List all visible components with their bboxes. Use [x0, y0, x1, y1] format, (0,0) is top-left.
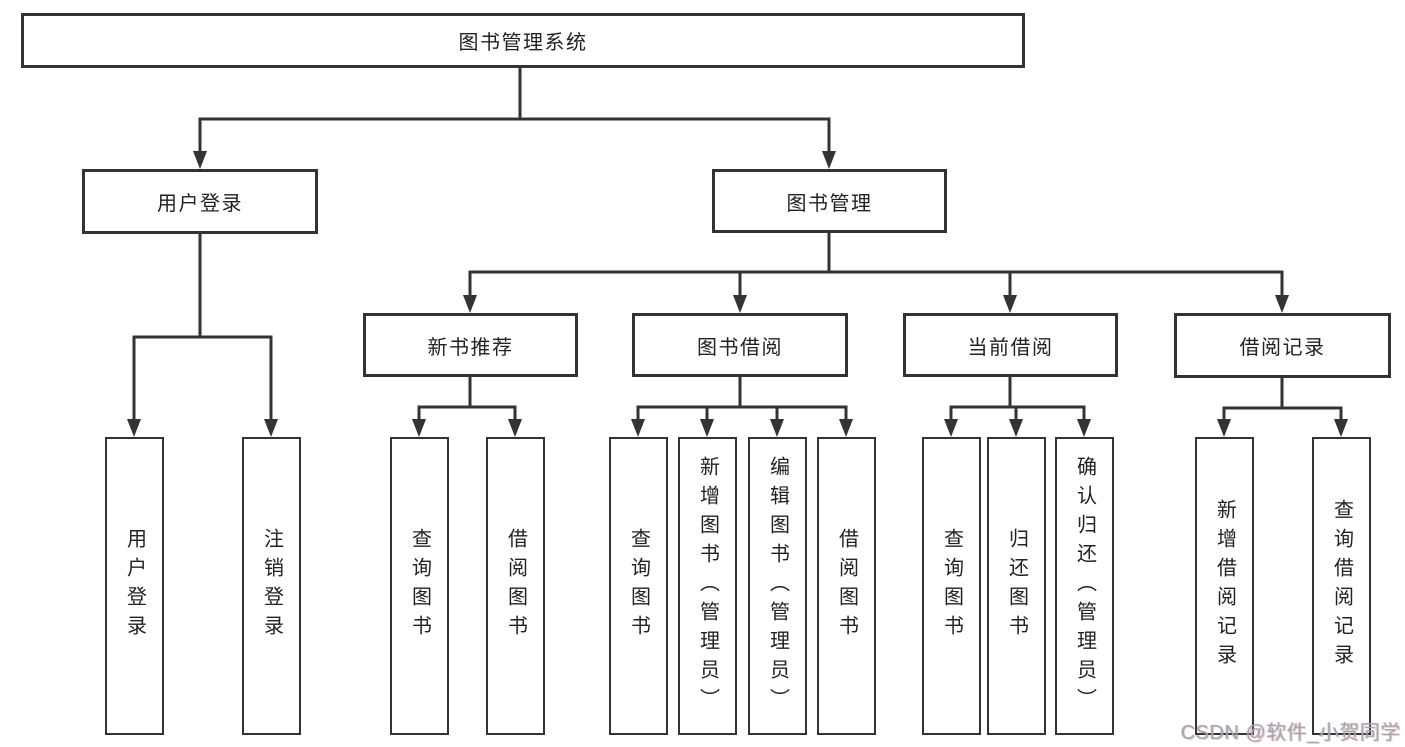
- leaf-borrow-books-recommend-label: 借阅图书: [504, 528, 527, 644]
- node-new-book-recommendation: 新书推荐: [363, 313, 578, 377]
- leaf-logout-label: 注销登录: [260, 528, 283, 644]
- leaf-query-books-current: 查询图书: [922, 437, 981, 735]
- node-root: 图书管理系统: [21, 13, 1025, 68]
- node-borrowing-records-label: 借阅记录: [1239, 337, 1326, 359]
- node-borrowing-records: 借阅记录: [1174, 313, 1391, 378]
- node-book-management-label: 图书管理: [786, 192, 873, 215]
- node-user-login-label: 用户登录: [157, 193, 243, 215]
- leaf-edit-books-admin: 编辑图书（管理员）: [748, 437, 807, 735]
- leaf-borrow-books-recommend: 借阅图书: [486, 437, 545, 735]
- leaf-logout: 注销登录: [242, 437, 301, 735]
- leaf-user-login: 用户登录: [105, 437, 164, 735]
- node-book-borrowing-label: 图书借阅: [697, 336, 783, 359]
- node-user-login: 用户登录: [82, 169, 318, 234]
- leaf-confirm-return-admin: 确认归还（管理员）: [1055, 437, 1114, 735]
- leaf-query-books-current-label: 查询图书: [940, 528, 963, 644]
- watermark: CSDN @软件_小贺同学: [1180, 722, 1401, 744]
- leaf-query-borrow-record: 查询借阅记录: [1312, 437, 1371, 735]
- leaf-borrow-books-borrowing: 借阅图书: [817, 437, 876, 735]
- leaf-add-books-admin: 新增图书（管理员）: [678, 437, 737, 735]
- leaf-edit-books-admin-label: 编辑图书（管理员）: [766, 455, 789, 717]
- leaf-borrow-books-borrowing-label: 借阅图书: [835, 528, 858, 644]
- node-book-borrowing: 图书借阅: [632, 313, 848, 377]
- connector-path: [132, 66, 1343, 423]
- leaf-user-login-label: 用户登录: [123, 528, 146, 644]
- leaf-query-borrow-record-label: 查询借阅记录: [1330, 499, 1353, 673]
- leaf-query-books-borrowing: 查询图书: [609, 437, 668, 735]
- leaf-query-books-borrowing-label: 查询图书: [627, 528, 650, 644]
- leaf-confirm-return-admin-label: 确认归还（管理员）: [1073, 455, 1096, 717]
- leaf-return-books-label: 归还图书: [1005, 528, 1028, 644]
- leaf-query-books-recommend-label: 查询图书: [408, 528, 431, 644]
- leaf-query-books-recommend: 查询图书: [390, 437, 449, 735]
- node-current-borrowing-label: 当前借阅: [967, 336, 1054, 359]
- leaf-add-borrow-record: 新增借阅记录: [1195, 437, 1254, 735]
- node-new-book-recommendation-label: 新书推荐: [427, 336, 514, 359]
- leaf-add-books-admin-label: 新增图书（管理员）: [696, 455, 719, 717]
- leaf-add-borrow-record-label: 新增借阅记录: [1213, 499, 1236, 673]
- node-root-label: 图书管理系统: [458, 32, 588, 54]
- node-current-borrowing: 当前借阅: [903, 313, 1118, 377]
- node-book-management: 图书管理: [712, 169, 947, 233]
- leaf-return-books: 归还图书: [987, 437, 1046, 735]
